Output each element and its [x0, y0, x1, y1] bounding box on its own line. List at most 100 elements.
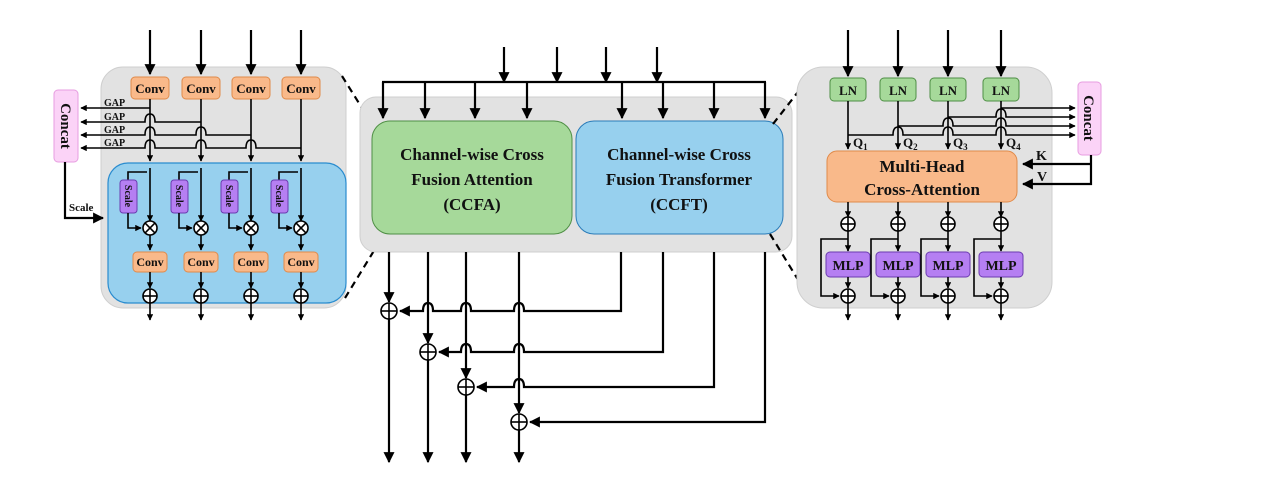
ccft-output	[437, 252, 665, 358]
left-zoom-connector-top	[341, 75, 373, 125]
add-op-icon	[890, 216, 906, 232]
conv-bottom-label: Conv	[187, 255, 214, 269]
multi-head-cross-attention-block	[826, 150, 1018, 203]
k-label: K	[1036, 149, 1047, 164]
add-op-icon	[380, 302, 398, 320]
scale-feed	[228, 171, 248, 180]
fusion-branch-1	[380, 252, 623, 464]
residual	[820, 238, 848, 300]
ccft-output	[475, 252, 716, 393]
multiply-op-icon	[142, 220, 158, 236]
q-subscript: 4	[1016, 142, 1021, 152]
gap-line	[80, 113, 201, 126]
bottom-fusion	[380, 252, 767, 464]
conv-top-label: Conv	[135, 81, 165, 96]
ln-label: LN	[839, 83, 858, 98]
concat-line	[898, 117, 1076, 130]
add-op-icon	[840, 288, 856, 304]
gap-label: GAP	[104, 112, 125, 123]
mul-op-d2	[144, 222, 156, 234]
add-op-icon	[457, 378, 475, 396]
ln-label: LN	[889, 83, 908, 98]
gap-line	[80, 139, 301, 152]
mlp-label: MLP	[882, 259, 914, 274]
add-op-icon	[193, 288, 209, 304]
scale-to-mul	[127, 213, 142, 232]
scale-to-mul	[278, 213, 293, 232]
right-concat-box	[1077, 81, 1102, 156]
ccfa-label-line3: (CCFA)	[443, 195, 500, 214]
ccfa-block	[371, 120, 573, 235]
attention-label-line1: Multi-Head	[880, 157, 966, 176]
scale-to-mul	[228, 213, 243, 232]
add-op-icon	[890, 288, 906, 304]
ccft-block	[575, 120, 784, 235]
attention-label-line2: Cross-Attention	[864, 180, 980, 199]
multiply-op-icon	[193, 220, 209, 236]
conv-bottom-label: Conv	[287, 255, 314, 269]
conv-bottom-label: Conv	[237, 255, 264, 269]
ccfa-label-line1: Channel-wise Cross	[400, 145, 544, 164]
scale-to-mul	[178, 213, 193, 232]
mlp-label: MLP	[985, 259, 1017, 274]
add-op-icon	[419, 343, 437, 361]
residual	[870, 238, 898, 300]
ccft-label-line3: (CCFT)	[650, 195, 708, 214]
q-subscript: 1	[863, 142, 868, 152]
add-op-icon	[993, 216, 1009, 232]
multiply-op-icon	[293, 220, 309, 236]
fusion-branch-2	[419, 252, 665, 464]
gap-label: GAP	[104, 98, 125, 109]
add-op-icon	[293, 288, 309, 304]
gap-label: GAP	[104, 138, 125, 149]
ccfa-label-line2: Fusion Attention	[411, 170, 533, 189]
fusion-branch-4	[510, 252, 767, 464]
ccft-output	[398, 252, 623, 317]
mul-op-d2	[295, 222, 307, 234]
ccft-output	[528, 252, 767, 428]
scale-label: Scale	[173, 185, 184, 208]
add-op-icon	[940, 288, 956, 304]
mul-op-d2	[195, 222, 207, 234]
conv-top-label: Conv	[236, 81, 266, 96]
scale-label: Scale	[273, 185, 284, 208]
v-label: V	[1037, 170, 1047, 185]
left-panel: ConvGAPScaleConvConvGAPScaleConvConvGAPS…	[53, 30, 347, 321]
add-op-icon	[243, 288, 259, 304]
fusion-branch-3	[457, 252, 716, 464]
conv-bottom-label: Conv	[136, 255, 163, 269]
q-subscript: 3	[963, 142, 968, 152]
center-input-bus	[377, 47, 771, 120]
add-op-icon	[840, 216, 856, 232]
scale-feed	[278, 171, 298, 180]
conv-top-label: Conv	[286, 81, 316, 96]
conv-top-label: Conv	[186, 81, 216, 96]
center-panel: Channel-wise Cross Fusion Attention (CCF…	[359, 47, 793, 253]
ln-label: LN	[939, 83, 958, 98]
multiply-op-icon	[243, 220, 259, 236]
gap-label: GAP	[104, 125, 125, 136]
add-op-icon	[142, 288, 158, 304]
add-op-icon	[940, 216, 956, 232]
left-concat-label: Concat	[57, 103, 73, 149]
mlp-label: MLP	[832, 259, 864, 274]
q-subscript: 2	[913, 142, 918, 152]
mlp-label: MLP	[932, 259, 964, 274]
scale-label: Scale	[122, 185, 133, 208]
add-op-icon	[510, 413, 528, 431]
ln-label: LN	[992, 83, 1011, 98]
scale-feed	[127, 171, 147, 180]
residual	[920, 238, 948, 300]
add-op-icon	[993, 288, 1009, 304]
residual	[973, 238, 1001, 300]
scale-arrow-label: Scale	[69, 202, 94, 214]
